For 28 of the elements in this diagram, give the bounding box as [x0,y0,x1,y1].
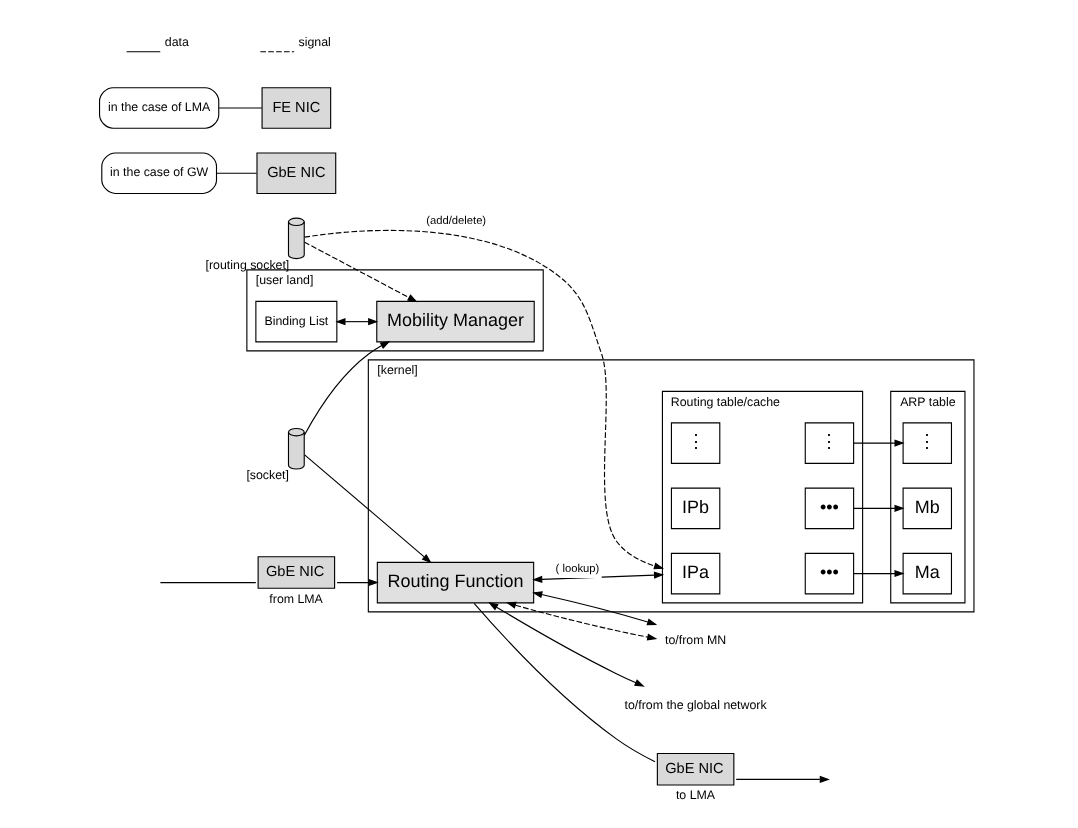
arrow [853,569,905,577]
node-box: ••• [804,551,855,594]
node-box: Mb [902,486,952,529]
node-box: ••• [804,486,855,529]
connector [159,581,257,583]
arrow [335,317,379,325]
connector [473,601,656,762]
arrow [853,438,905,446]
arrow [853,503,905,511]
arrow [304,453,432,563]
arrow [488,601,645,686]
node-box: Ma [902,551,952,594]
arrow [336,578,379,586]
arrow [506,600,658,640]
connector [216,171,258,173]
arrow [303,340,391,435]
node-box: Routing Function [376,560,535,603]
arrow [735,774,830,782]
node-box: IPb [670,486,721,529]
arrow [304,228,665,569]
arrow [304,240,418,302]
connector [218,106,263,108]
node-box: ⋮ [670,421,721,463]
arrow [532,590,658,625]
node-box: Mobility Manager [376,299,535,342]
node-box: IPa [670,551,721,594]
node-box: ⋮ [804,421,855,463]
node-box: ⋮ [902,421,952,463]
